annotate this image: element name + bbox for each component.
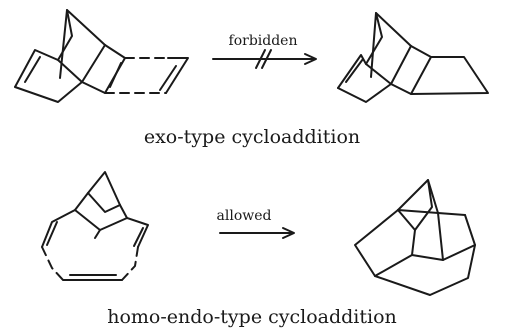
arrow-allowed: allowed: [217, 208, 295, 239]
caption-homo-endo: homo-endo-type cycloaddition: [107, 306, 397, 328]
arrow-forbidden: forbidden: [212, 33, 317, 69]
arrow-label-allowed: allowed: [217, 208, 272, 224]
product-exo-cycloadduct: [337, 12, 489, 103]
reactant-norbornadiene-exo: [14, 9, 126, 103]
product-homo-endo-cycloadduct: [354, 179, 476, 296]
dashed-approaching-alkene-endo: [41, 246, 139, 281]
dashed-approaching-alkene-exo: [104, 57, 189, 94]
reaction-homo-endo: allowed homo-endo-type cycloaddition: [41, 171, 476, 328]
caption-exo: exo-type cycloaddition: [144, 126, 360, 148]
arrow-label-forbidden: forbidden: [229, 33, 298, 49]
reactant-norbornadiene-endo: [41, 171, 149, 248]
reaction-exo: forbidden exo-type cycloaddition: [14, 9, 489, 148]
